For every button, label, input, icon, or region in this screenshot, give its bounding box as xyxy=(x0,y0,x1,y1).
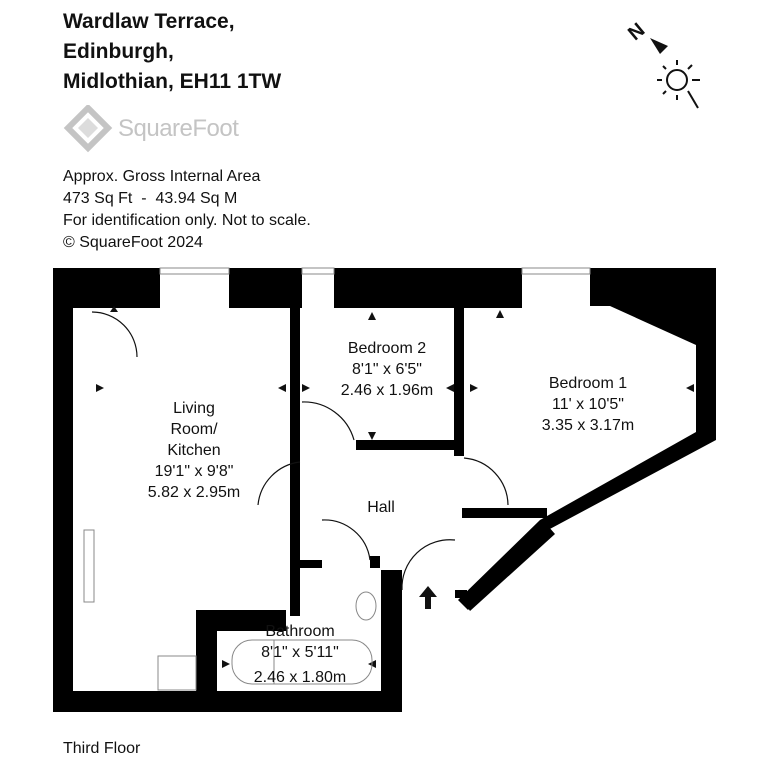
bedroom-2-name: Bedroom 2 xyxy=(348,340,426,357)
walls xyxy=(53,268,716,712)
north-arrow-icon xyxy=(650,38,668,54)
address-line-3: Midlothian, EH11 1TW xyxy=(63,70,282,93)
dimension-markers xyxy=(96,306,694,668)
bedroom-2-imperial: 8'1" x 6'5" xyxy=(352,361,422,378)
bathroom-name: Bathroom xyxy=(265,623,334,640)
area-heading: Approx. Gross Internal Area xyxy=(63,168,261,185)
squarefoot-logo-icon xyxy=(63,103,113,153)
bathroom-imperial: 8'1" x 5'11" xyxy=(261,644,339,661)
door-swings xyxy=(91,311,509,591)
copyright: © SquareFoot 2024 xyxy=(63,234,203,251)
bedroom-1-imperial: 11' x 10'5" xyxy=(552,396,624,413)
compass-sun-icon: N xyxy=(624,19,700,109)
area-values: 473 Sq Ft - 43.94 Sq M xyxy=(63,190,238,207)
fixtures xyxy=(83,529,377,691)
living-room-metric: 5.82 x 2.95m xyxy=(148,484,241,501)
floor-label: Third Floor xyxy=(63,740,141,757)
disclaimer: For identification only. Not to scale. xyxy=(63,212,311,229)
bathroom-metric: 2.46 x 1.80m xyxy=(254,669,347,686)
squarefoot-logo: SquareFoot xyxy=(63,103,273,155)
address-line-1: Wardlaw Terrace, xyxy=(63,10,235,33)
hall-name: Hall xyxy=(367,499,395,516)
address-line-2: Edinburgh, xyxy=(63,40,174,63)
living-room-name-3: Kitchen xyxy=(167,442,220,459)
living-room-name-2: Room/ xyxy=(170,421,218,438)
bedroom-1-metric: 3.35 x 3.17m xyxy=(542,417,635,434)
bedroom-1-name: Bedroom 1 xyxy=(549,375,627,392)
living-room-name-1: Living xyxy=(173,400,215,417)
entrance-arrow-icon xyxy=(419,586,437,609)
logo-text: SquareFoot xyxy=(118,115,239,142)
living-room-imperial: 19'1" x 9'8" xyxy=(155,463,234,480)
bedroom-2-metric: 2.46 x 1.96m xyxy=(341,382,434,399)
